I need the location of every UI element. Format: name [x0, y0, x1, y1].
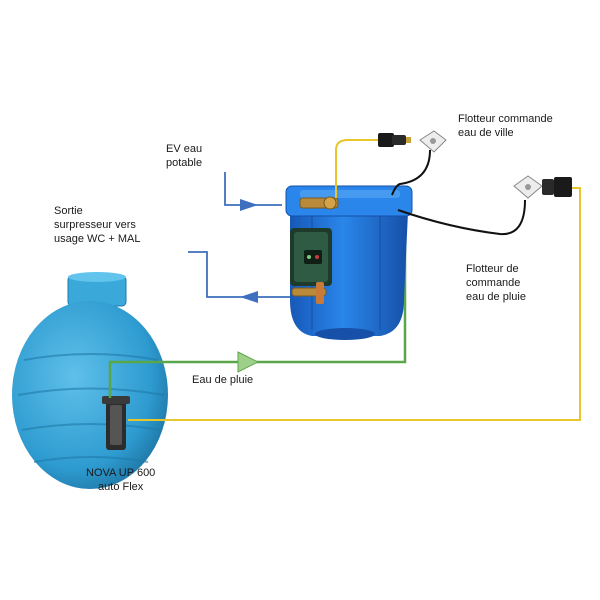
label-ev-eau-potable: EV eau potable: [166, 143, 203, 169]
brass-valve-inlet: [299, 196, 339, 210]
booster-station: [285, 185, 413, 340]
rain-float-black-cable: [397, 199, 526, 236]
rainwater-arrow: [237, 351, 260, 373]
pump-controller: [290, 228, 332, 286]
rainwater-tank: [12, 272, 168, 489]
city-float-black-cable: [391, 149, 431, 196]
city-float-switch-icon: [419, 130, 447, 153]
label-sortie-surpresseur: Sortie surpresseur vers usage WC + MAL: [54, 205, 141, 245]
rain-float-yellow-cable: [128, 187, 581, 421]
label-eau-de-pluie: Eau de pluie: [192, 374, 254, 386]
label-nova-up: NOVA UP 600 auto Flex: [86, 467, 156, 493]
brass-fitting-outlet: [291, 282, 327, 304]
potable-water-arrow: [240, 199, 258, 211]
city-float-yellow-cable: [335, 139, 380, 198]
rain-float-switch-icon: [513, 175, 543, 199]
booster-outlet-line: [188, 251, 290, 298]
submersible-pump: [102, 396, 130, 450]
potable-water-line: [224, 172, 282, 206]
booster-outlet-arrow: [240, 291, 258, 303]
label-flotteur-eau-de-ville: Flotteur commande eau de ville: [458, 113, 553, 139]
city-float-plug: [378, 133, 411, 147]
label-flotteur-eau-de-pluie: Flotteur de commande eau de pluie: [466, 263, 526, 303]
rain-float-plug: [542, 177, 572, 197]
